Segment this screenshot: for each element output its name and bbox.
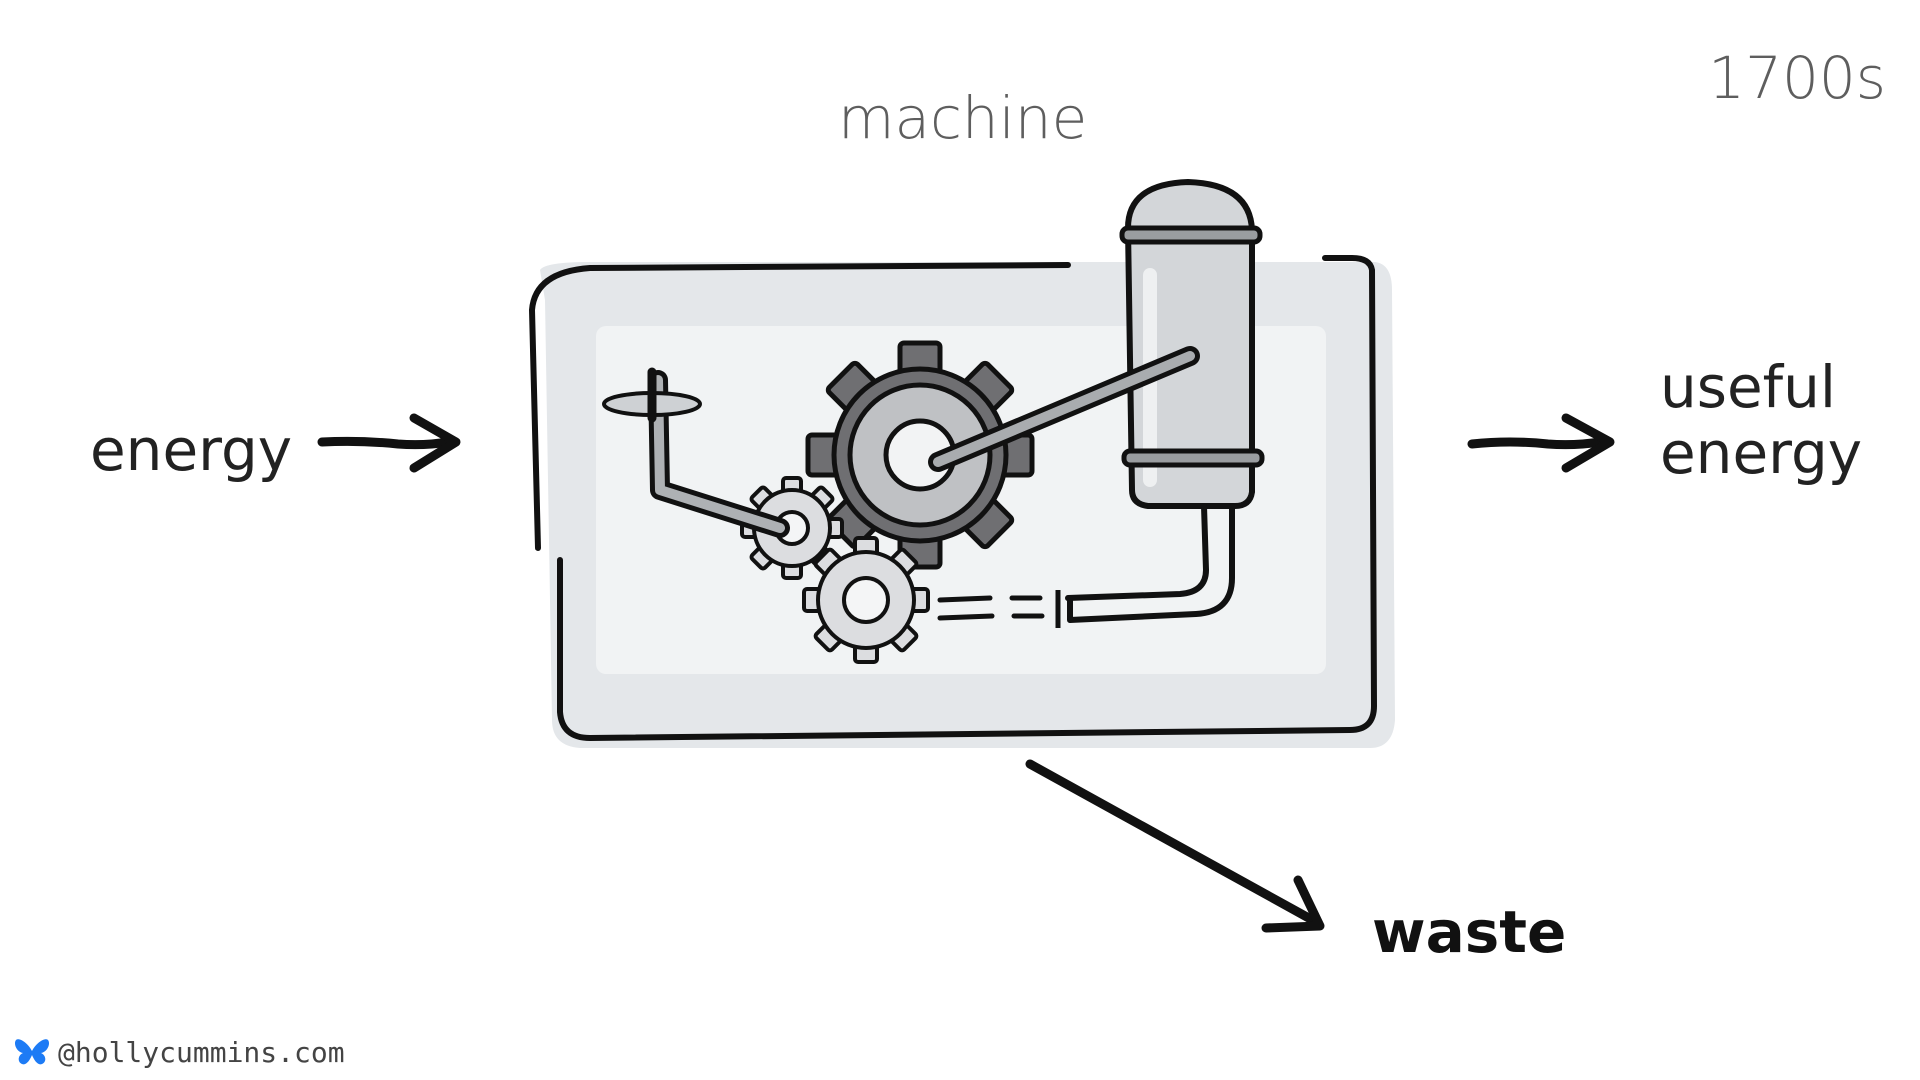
output-arrow: [1467, 413, 1615, 473]
waste-label: waste: [1372, 898, 1567, 966]
waste-arrow: [1025, 759, 1325, 933]
machine-label: machine: [838, 84, 1088, 152]
author-handle[interactable]: @hollycummins.com: [14, 1036, 345, 1069]
medium-gear-icon: [802, 536, 930, 664]
input-arrow: [317, 413, 461, 473]
useful-energy-line-2: energy: [1660, 419, 1863, 487]
crank-lever: [602, 367, 790, 538]
useful-energy-line-1: useful: [1660, 353, 1836, 421]
butterfly-icon: [14, 1038, 50, 1064]
boiler-tank: [937, 178, 1265, 628]
useful-energy-label: useful energy: [1660, 354, 1862, 486]
large-gear-icon: [805, 340, 1035, 570]
author-handle-text: @hollycummins.com: [58, 1036, 345, 1069]
input-energy-label: energy: [90, 416, 293, 484]
era-label: 1700s: [1708, 44, 1886, 112]
